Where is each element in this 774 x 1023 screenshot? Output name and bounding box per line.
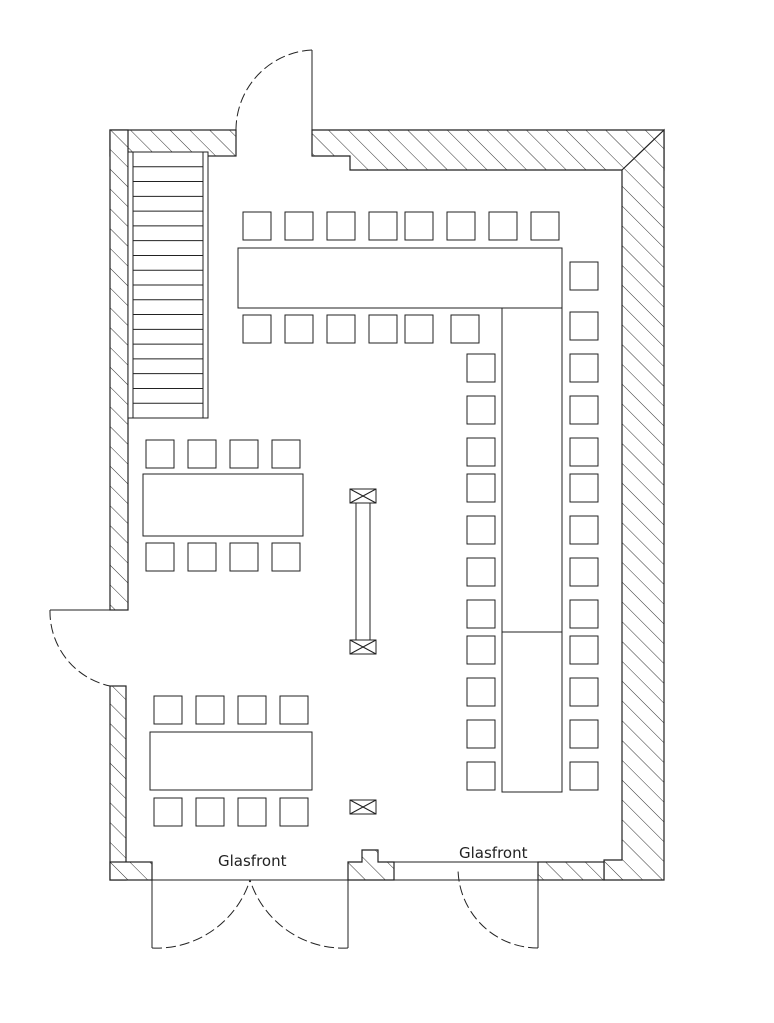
pillars — [349, 488, 377, 815]
top-door-swing — [235, 49, 313, 131]
wall-left-upper — [109, 129, 129, 611]
chair-lower-table-bottom — [237, 797, 267, 827]
tables — [142, 247, 563, 793]
chair-top-row — [368, 211, 398, 241]
chair-counter-inner — [466, 473, 496, 503]
chair-top-row — [530, 211, 560, 241]
chairs — [145, 211, 599, 827]
wall-right — [603, 128, 665, 881]
pillar-top — [349, 488, 377, 504]
bottom-right-door-swing — [457, 867, 539, 949]
chair-counter-inner — [466, 719, 496, 749]
chair-counter-outer — [569, 761, 599, 791]
chair-counter-outer — [569, 437, 599, 467]
chair-lower-table-top — [153, 695, 183, 725]
chair-counter-inner — [466, 761, 496, 791]
chair-left-table-bottom — [229, 542, 259, 572]
left-door-swing — [49, 609, 111, 687]
wall-top-right — [311, 129, 665, 171]
chair-lower-table-bottom — [279, 797, 309, 827]
lower-table — [149, 731, 313, 791]
chair-left-table-top — [229, 439, 259, 469]
chair-top-row — [284, 211, 314, 241]
wall-bottom-left — [109, 861, 153, 881]
chair-below-top-table — [326, 314, 356, 344]
chair-left-table-bottom — [187, 542, 217, 572]
wall-bottom-pier — [347, 849, 395, 881]
bottom-door-swing-right — [249, 879, 349, 949]
chair-counter-outer — [569, 557, 599, 587]
wall-left-lower — [109, 685, 127, 881]
chair-top-table-end — [569, 261, 599, 291]
bar-counter-lower — [501, 631, 563, 793]
chair-lower-table-bottom — [195, 797, 225, 827]
chair-counter-outer — [569, 353, 599, 383]
doors — [49, 49, 539, 949]
chair-counter-inner — [466, 515, 496, 545]
top-long-table — [237, 247, 563, 309]
glasfront-left-label: Glasfront — [218, 852, 287, 870]
glasfront-right-label: Glasfront — [459, 844, 528, 862]
chair-top-row — [326, 211, 356, 241]
chair-counter-outer — [569, 515, 599, 545]
chair-below-top-table — [450, 314, 480, 344]
chair-counter-outer — [569, 599, 599, 629]
chair-top-row — [446, 211, 476, 241]
pillar-bottom — [349, 799, 377, 815]
chair-top-row — [242, 211, 272, 241]
chair-counter-inner — [466, 635, 496, 665]
wall-bottom-right — [537, 861, 605, 881]
chair-counter-outer — [569, 635, 599, 665]
chair-lower-table-top — [195, 695, 225, 725]
glass-fronts — [152, 861, 538, 881]
chair-left-table-top — [271, 439, 301, 469]
chair-below-top-table — [368, 314, 398, 344]
exterior-walls — [109, 128, 665, 881]
chair-counter-outer — [569, 311, 599, 341]
chair-counter-outer — [569, 677, 599, 707]
bottom-door-swing-left — [151, 879, 251, 949]
chair-top-row — [488, 211, 518, 241]
chair-lower-table-bottom — [153, 797, 183, 827]
chair-below-top-table — [284, 314, 314, 344]
chair-left-table-bottom — [145, 542, 175, 572]
chair-below-top-table — [404, 314, 434, 344]
chair-counter-inner — [466, 677, 496, 707]
chair-left-table-top — [187, 439, 217, 469]
chair-below-top-table — [242, 314, 272, 344]
left-table — [142, 473, 304, 537]
chair-counter-outer — [569, 473, 599, 503]
chair-counter-outer — [569, 395, 599, 425]
chair-left-table-top — [145, 439, 175, 469]
chair-counter-inner — [466, 395, 496, 425]
chair-counter-outer — [569, 719, 599, 749]
bar-counter-upper — [501, 307, 563, 633]
chair-left-table-bottom — [271, 542, 301, 572]
chair-top-row — [404, 211, 434, 241]
chair-lower-table-top — [237, 695, 267, 725]
pillar-middle — [349, 639, 377, 655]
chair-counter-inner — [466, 437, 496, 467]
chair-counter-inner — [466, 353, 496, 383]
staircase — [127, 151, 209, 419]
chair-counter-inner — [466, 557, 496, 587]
chair-lower-table-top — [279, 695, 309, 725]
chair-counter-inner — [466, 599, 496, 629]
